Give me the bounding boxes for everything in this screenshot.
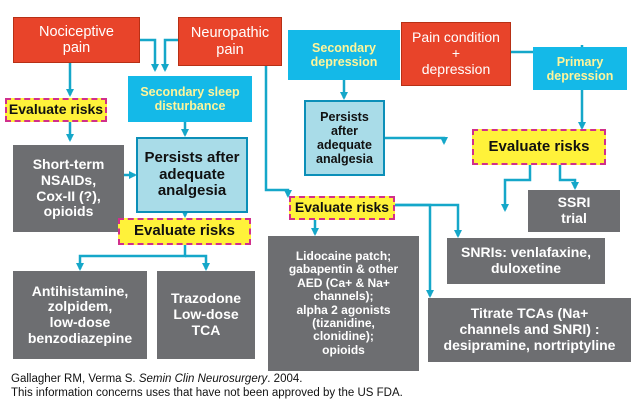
connector xyxy=(76,245,187,271)
connector xyxy=(185,254,210,271)
fda-disclaimer: This information concerns uses that have… xyxy=(11,387,403,399)
connector xyxy=(140,38,159,72)
connector xyxy=(161,38,180,72)
citation-journal: Semin Clin Neurosurgery xyxy=(138,373,268,385)
node-persists-left: Persists after adequate analgesia xyxy=(136,137,248,213)
node-short-term-nsaids: Short-term NSAIDs, Cox-II (?), opioids xyxy=(13,145,124,232)
connector xyxy=(395,203,462,238)
citation-authors: Gallagher RM, Verma S. xyxy=(11,373,139,385)
node-nociceptive-pain: Nociceptive pain xyxy=(13,17,140,63)
node-evaluate-risks-left: Evaluate risks xyxy=(5,98,107,122)
node-lidocaine: Lidocaine patch; gabapentin & other AED … xyxy=(268,236,419,371)
citation: Gallagher RM, Verma S. Semin Clin Neuros… xyxy=(11,373,302,385)
connector xyxy=(385,136,448,145)
citation-year: . 2004. xyxy=(267,373,303,385)
node-evaluate-risks-right: Evaluate risks xyxy=(472,129,606,165)
node-secondary-sleep-disturbance: Secondary sleep disturbance xyxy=(128,76,252,122)
node-titrate-tcas: Titrate TCAs (Na+ channels and SNRI) : d… xyxy=(428,298,631,362)
node-evaluate-risks-mid-left: Evaluate risks xyxy=(118,218,251,245)
node-neuropathic-pain: Neuropathic pain xyxy=(178,17,282,66)
connector xyxy=(558,165,579,190)
node-persists-right: Persists after adequate analgesia xyxy=(304,100,385,176)
connector xyxy=(264,66,292,198)
node-secondary-depression: Secondary depression xyxy=(288,30,400,80)
node-pain-condition-depression: Pain condition + depression xyxy=(401,22,511,86)
node-evaluate-risks-center: Evaluate risks xyxy=(289,196,395,220)
node-antihistamine: Antihistamine, zolpidem, low-dose benzod… xyxy=(13,271,147,359)
node-ssri-trial: SSRI trial xyxy=(528,190,620,232)
node-primary-depression: Primary depression xyxy=(533,47,627,90)
node-trazodone: Trazodone Low-dose TCA xyxy=(157,271,255,359)
node-snris: SNRIs: venlafaxine, duloxetine xyxy=(447,238,605,284)
connector xyxy=(501,165,532,212)
